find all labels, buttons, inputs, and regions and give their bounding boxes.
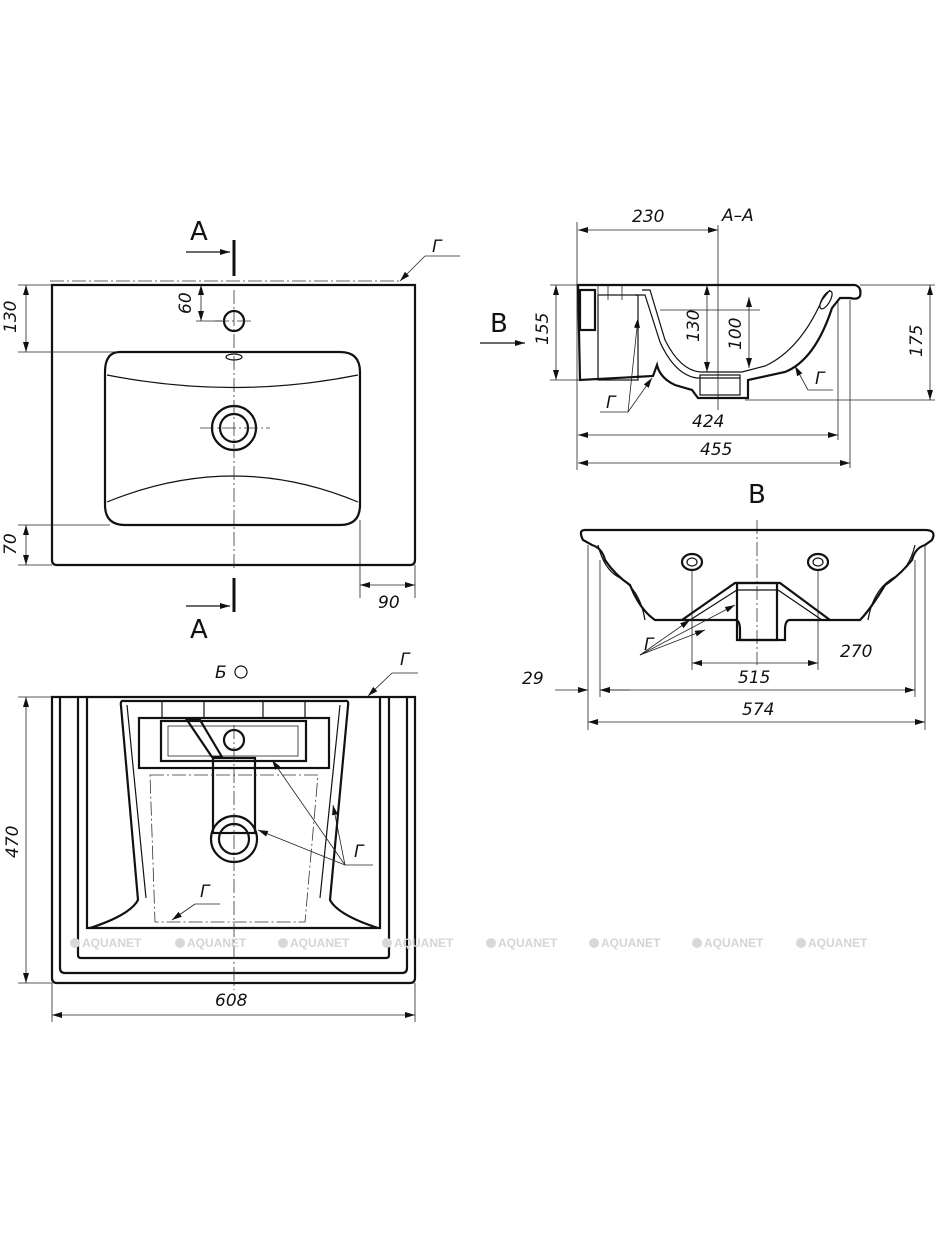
- dim-470: 470: [3, 826, 23, 858]
- top-view: A A 130 60 70 90 Г: [1, 217, 460, 645]
- watermark-text: AQUANET: [808, 936, 868, 950]
- dim-230: 230: [632, 207, 664, 227]
- glaze-label-right: Г: [354, 842, 365, 862]
- basin-outline: [103, 350, 362, 527]
- glaze-label-bottom: Г: [200, 882, 211, 902]
- faucet-deck: [159, 719, 308, 763]
- rotation-icon: [234, 665, 248, 679]
- dim-574: 574: [742, 700, 774, 720]
- watermark-text: AQUANET: [394, 936, 454, 950]
- glaze-label: Г: [432, 237, 443, 257]
- dim-608: 608: [215, 991, 248, 1011]
- view-arrow-b: B: [490, 309, 508, 339]
- dim-130-section: 130: [684, 310, 704, 342]
- section-mark-bottom: A: [190, 615, 208, 645]
- glaze-label-top: Г: [400, 650, 411, 670]
- dim-455: 455: [700, 440, 732, 460]
- watermark-text: AQUANET: [187, 936, 247, 950]
- watermark-text: AQUANET: [601, 936, 661, 950]
- countertop-outline: [50, 283, 417, 567]
- section-mark-top: A: [190, 217, 208, 247]
- dim-175: 175: [907, 325, 927, 357]
- dim-29: 29: [522, 669, 544, 689]
- section-view: A–A 230 B 155 130 100 175 424: [480, 206, 935, 470]
- dim-155: 155: [533, 313, 553, 345]
- glaze-label-right-section: Г: [815, 369, 826, 389]
- dim-100: 100: [726, 318, 746, 350]
- dim-424: 424: [692, 412, 724, 432]
- watermark-text: AQUANET: [498, 936, 558, 950]
- watermark-text: AQUANET: [290, 936, 350, 950]
- side-view: B Г 270 515 574 29: [522, 480, 935, 730]
- dim-60: 60: [176, 292, 196, 314]
- view-label-b: Б: [215, 663, 227, 683]
- glaze-label-side: Г: [644, 635, 655, 655]
- section-title: A–A: [721, 206, 754, 226]
- bottom-view: Б Г Г Г: [3, 650, 418, 1022]
- dim-70: 70: [1, 533, 21, 555]
- watermark: AQUANET AQUANET AQUANET AQUANET AQUANET …: [70, 936, 868, 950]
- section-outline: [576, 283, 862, 400]
- glaze-label-left: Г: [606, 393, 617, 413]
- dim-130-top: 130: [1, 301, 21, 333]
- side-outline: [579, 528, 935, 642]
- dim-515: 515: [738, 668, 770, 688]
- side-view-title: B: [748, 480, 766, 510]
- watermark-text: AQUANET: [82, 936, 142, 950]
- dim-90: 90: [378, 593, 400, 613]
- watermark-text: AQUANET: [704, 936, 764, 950]
- dim-270: 270: [840, 642, 872, 662]
